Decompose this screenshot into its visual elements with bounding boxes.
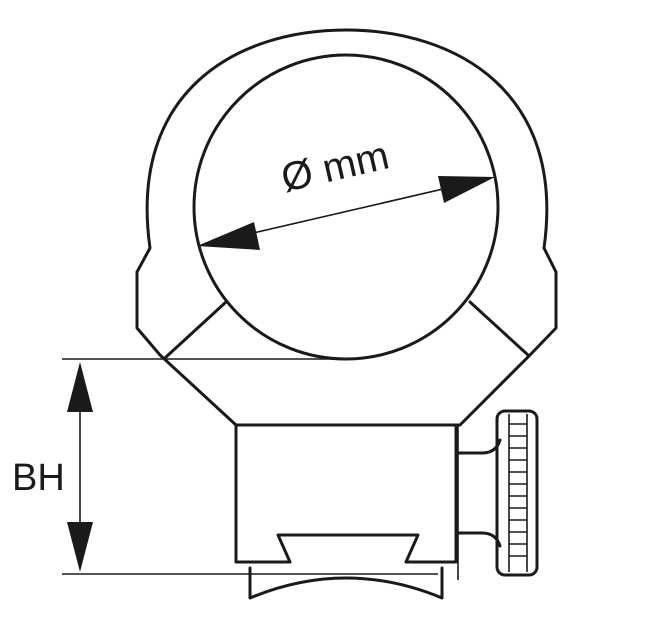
- height-dimension-arrow: [67, 362, 93, 572]
- height-label: BH: [12, 457, 65, 499]
- mounting-rail: [248, 566, 444, 600]
- diameter-dimension-arrow: [197, 176, 495, 250]
- clamp-screw-shaft: [456, 425, 502, 580]
- diameter-label: Ø mm: [277, 133, 393, 200]
- ring-bore-circle: [192, 53, 500, 361]
- clamp-knob: [495, 409, 539, 577]
- left-strut: [164, 300, 228, 359]
- ring-outer-body: [135, 28, 558, 427]
- right-strut: [468, 300, 530, 357]
- base-block: [234, 423, 458, 564]
